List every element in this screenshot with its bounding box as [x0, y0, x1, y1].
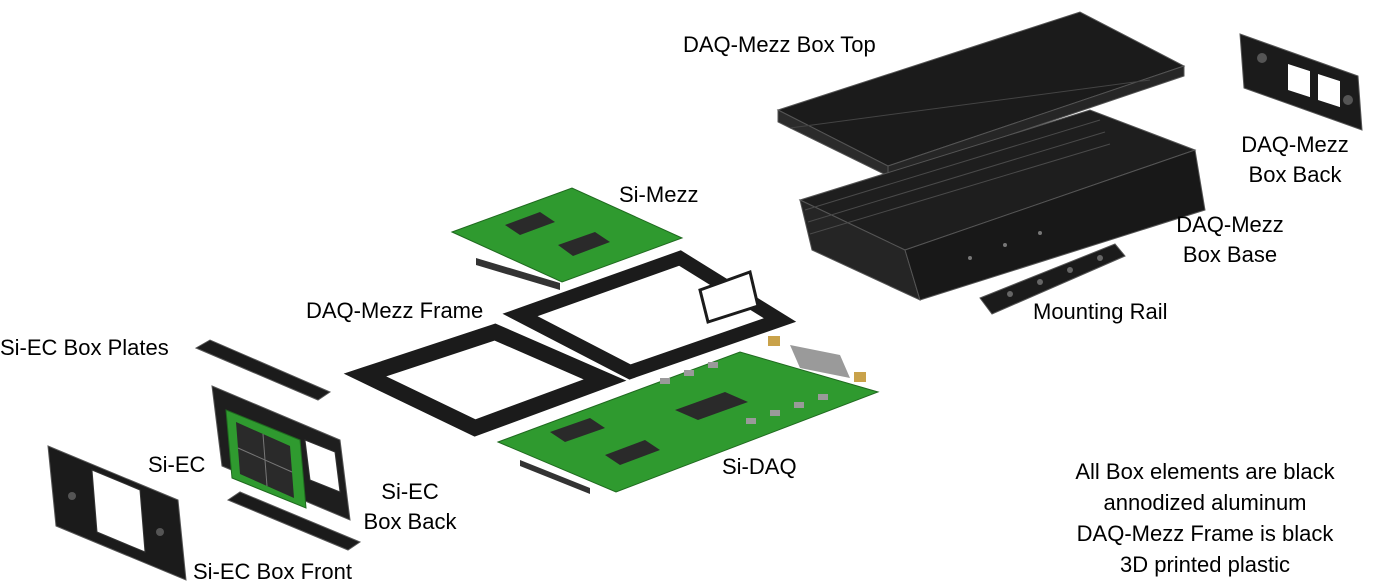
label-daq-mezz-box-base: DAQ-Mezz Box Base [1165, 210, 1295, 270]
si-daq-board-part [496, 336, 880, 494]
material-note-line2: annodized aluminum [1103, 490, 1307, 515]
label-daq-mezz-box-back: DAQ-Mezz Box Back [1230, 130, 1360, 190]
label-mounting-rail: Mounting Rail [1033, 299, 1168, 324]
label-daq-mezz-box-base-line2: Box Base [1182, 242, 1278, 267]
label-si-daq: Si-DAQ [722, 454, 797, 479]
label-si-ec-box-front: Si-EC Box Front [193, 559, 352, 584]
daq-mezz-box-back-part [1239, 33, 1363, 131]
material-note-line4: 3D printed plastic [1120, 552, 1290, 577]
label-si-ec: Si-EC [148, 452, 206, 477]
material-note-line1: All Box elements are black [1075, 459, 1335, 484]
daq-mezz-box-base-part [798, 109, 1206, 301]
si-ec-box-front-part [47, 445, 187, 581]
label-daq-mezz-box-top: DAQ-Mezz Box Top [683, 32, 876, 57]
label-si-ec-box-plates: Si-EC Box Plates [0, 335, 169, 360]
si-mezz-board-part [450, 187, 684, 290]
material-note-line3: DAQ-Mezz Frame is black [1076, 521, 1334, 546]
label-si-ec-box-back: Si-EC Box Back [350, 477, 470, 537]
si-ec-board-part [225, 409, 307, 509]
label-daq-mezz-box-back-line1: DAQ-Mezz [1241, 132, 1349, 157]
material-note: All Box elements are black annodized alu… [1040, 456, 1370, 580]
daq-mezz-box-top-part [776, 11, 1186, 177]
label-daq-mezz-box-back-line2: Box Back [1248, 162, 1342, 187]
daq-mezz-frame-part [343, 250, 797, 437]
mounting-rail-part [979, 243, 1126, 315]
label-daq-mezz-box-base-line1: DAQ-Mezz [1176, 212, 1284, 237]
label-si-ec-box-back-line1: Si-EC [381, 479, 439, 504]
label-daq-mezz-frame: DAQ-Mezz Frame [306, 298, 484, 323]
si-ec-box-plates-part [194, 339, 362, 551]
label-si-ec-box-back-line2: Box Back [363, 509, 457, 534]
label-si-mezz: Si-Mezz [619, 182, 699, 207]
